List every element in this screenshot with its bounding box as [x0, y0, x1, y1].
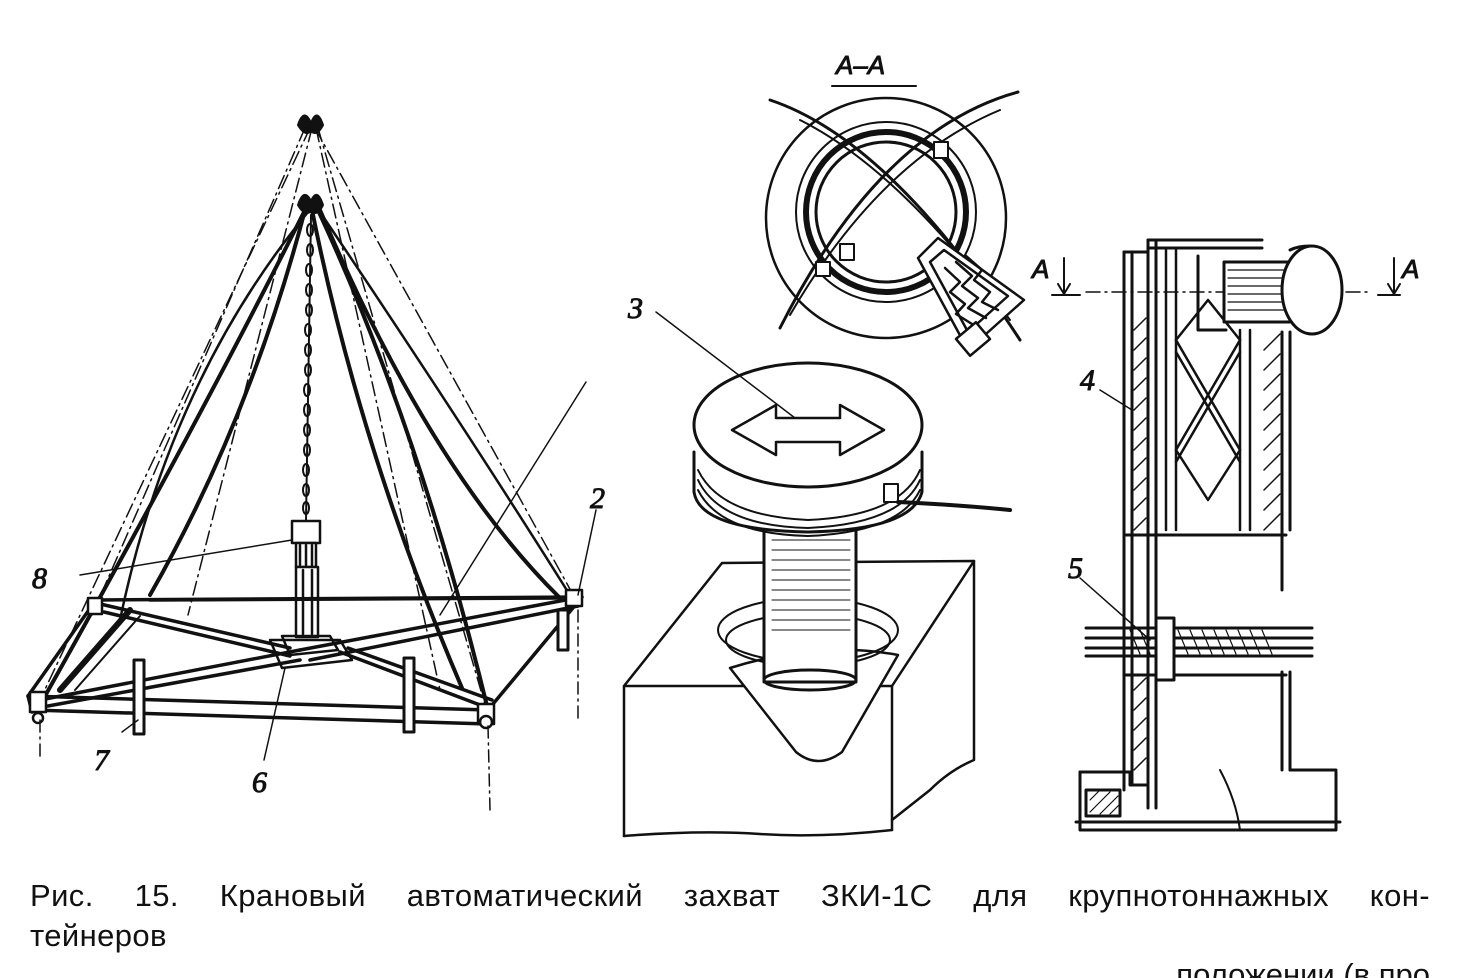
label-6: 6 — [252, 766, 267, 799]
label-8: 8 — [32, 562, 47, 595]
caption-line-1: Рис. 15. Крановый автоматический захват … — [30, 878, 1430, 913]
label-4: 4 — [1080, 364, 1095, 397]
side-section-drawing: А А — [1030, 238, 1420, 832]
label-2: 2 — [590, 482, 605, 515]
caption-line-2: тейнеров — [30, 918, 167, 953]
twistlock-drawing: 3 — [622, 292, 1012, 838]
label-5: 5 — [1068, 552, 1083, 585]
section-title: А–А — [834, 50, 885, 80]
section-mark-left: А — [1030, 254, 1049, 284]
spreader-frame-drawing: 8 7 6 2 — [26, 114, 606, 811]
label-7: 7 — [94, 744, 111, 777]
label-3: 3 — [627, 292, 643, 325]
section-mark-right: А — [1400, 254, 1419, 284]
figure-illustration: 8 7 6 2 — [26, 50, 1420, 838]
figure-caption: Рис. 15. Крановый автоматический захват … — [30, 876, 1430, 956]
next-text-line-partial: положении (в про — [1176, 957, 1430, 978]
section-aa-drawing: А–А — [764, 50, 1026, 358]
